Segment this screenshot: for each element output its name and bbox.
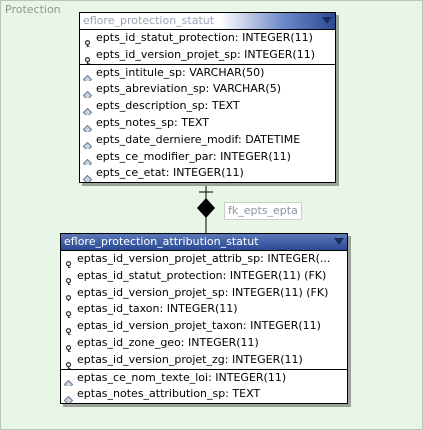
column-label: epts_id_statut_protection: INTEGER(11) <box>96 31 313 44</box>
column-label: eptas_id_version_projet_sp: INTEGER(11) … <box>77 285 329 299</box>
key-icon <box>64 339 73 352</box>
key-icon <box>64 322 73 335</box>
primary-key-row[interactable]: eptas_id_version_projet_zg: INTEGER(11) <box>61 352 347 369</box>
column-diamond-icon <box>63 390 74 404</box>
table-header[interactable]: eflore_protection_attribution_statut <box>61 234 347 251</box>
primary-key-row[interactable]: epts_id_statut_protection: INTEGER(11) <box>80 30 335 47</box>
key-icon <box>64 272 73 285</box>
package-label: Protection <box>5 3 61 16</box>
column-row[interactable]: eptas_notes_attribution_sp: TEXT <box>61 386 347 404</box>
column-label: eptas_ce_nom_texte_loi: INTEGER(11) <box>77 370 287 384</box>
column-label: epts_date_derniere_modif: DATETIME <box>96 132 301 146</box>
primary-key-row[interactable]: eptas_id_zone_geo: INTEGER(11) <box>61 335 347 352</box>
primary-key-section: epts_id_statut_protection: INTEGER(11) ep… <box>80 30 335 64</box>
table-title: eflore_protection_attribution_statut <box>64 235 259 248</box>
table-title: eflore_protection_statut <box>83 14 215 27</box>
column-diamond-icon <box>82 102 93 115</box>
column-diamond-icon <box>82 69 93 82</box>
table-header[interactable]: eflore_protection_statut <box>80 13 335 30</box>
column-label: eptas_id_taxon: INTEGER(11) <box>77 302 238 316</box>
column-label: epts_notes_sp: TEXT <box>96 115 209 129</box>
column-diamond-icon <box>82 85 93 99</box>
column-row[interactable]: epts_description_sp: TEXT <box>80 98 335 115</box>
primary-key-section: eptas_id_version_projet_attrib_sp: INTEG… <box>61 251 347 369</box>
table-separator <box>80 63 335 65</box>
key-icon <box>83 51 92 64</box>
column-label: eptas_notes_attribution_sp: TEXT <box>77 387 261 401</box>
column-label: epts_abreviation_sp: VARCHAR(5) <box>96 82 282 96</box>
column-label: eptas_id_version_projet_attrib_sp: INTEG… <box>77 252 331 265</box>
column-diamond-icon <box>82 153 93 166</box>
column-row[interactable]: epts_ce_etat: INTEGER(11) <box>80 165 335 183</box>
primary-key-row[interactable]: eptas_id_statut_protection: INTEGER(11) … <box>61 268 347 285</box>
collapse-arrow-icon[interactable] <box>334 238 344 245</box>
column-diamond-icon <box>82 136 93 149</box>
primary-key-row[interactable]: eptas_id_version_projet_taxon: INTEGER(1… <box>61 318 347 335</box>
column-label: epts_description_sp: TEXT <box>96 99 240 113</box>
column-diamond-icon <box>82 169 93 183</box>
column-row[interactable]: epts_intitule_sp: VARCHAR(50) <box>80 65 335 82</box>
key-icon <box>64 356 73 369</box>
column-diamond-icon <box>82 119 93 132</box>
primary-key-row[interactable]: eptas_id_taxon: INTEGER(11) <box>61 301 347 319</box>
column-label: epts_ce_etat: INTEGER(11) <box>96 166 244 180</box>
column-row[interactable]: epts_date_derniere_modif: DATETIME <box>80 132 335 149</box>
table-eflore-protection-attribution-statut[interactable]: eflore_protection_attribution_statut ept… <box>60 233 348 405</box>
column-section: epts_intitule_sp: VARCHAR(50) epts_abrevi… <box>80 65 335 183</box>
key-icon <box>83 34 92 47</box>
column-section: eptas_ce_nom_texte_loi: INTEGER(11) eptas… <box>61 370 347 404</box>
column-label: eptas_id_statut_protection: INTEGER(11) … <box>77 268 327 282</box>
relation-diamond <box>197 198 215 218</box>
primary-key-row[interactable]: eptas_id_version_projet_attrib_sp: INTEG… <box>61 251 347 268</box>
relation-label: fk_epts_epta <box>224 202 302 220</box>
key-icon <box>64 255 73 268</box>
column-row[interactable]: eptas_ce_nom_texte_loi: INTEGER(11) <box>61 370 347 387</box>
key-icon <box>64 305 73 319</box>
column-label: eptas_id_version_projet_zg: INTEGER(11) <box>77 352 303 366</box>
collapse-arrow-icon[interactable] <box>322 17 332 24</box>
column-label: eptas_id_zone_geo: INTEGER(11) <box>77 335 259 349</box>
column-diamond-icon <box>63 374 74 387</box>
primary-key-row[interactable]: epts_id_version_projet_sp: INTEGER(11) <box>80 47 335 64</box>
column-row[interactable]: epts_ce_modifier_par: INTEGER(11) <box>80 149 335 166</box>
column-label: eptas_id_version_projet_taxon: INTEGER(1… <box>77 319 321 333</box>
table-eflore-protection-statut[interactable]: eflore_protection_statut epts_id_statut_… <box>79 12 336 184</box>
column-row[interactable]: epts_notes_sp: TEXT <box>80 115 335 132</box>
column-label: epts_intitule_sp: VARCHAR(50) <box>96 65 265 79</box>
primary-key-row[interactable]: eptas_id_version_projet_sp: INTEGER(11) … <box>61 285 347 302</box>
column-label: epts_ce_modifier_par: INTEGER(11) <box>96 149 291 163</box>
column-label: epts_id_version_projet_sp: INTEGER(11) <box>96 47 316 61</box>
column-row[interactable]: epts_abreviation_sp: VARCHAR(5) <box>80 81 335 99</box>
table-separator <box>61 368 347 370</box>
key-icon <box>64 289 73 302</box>
